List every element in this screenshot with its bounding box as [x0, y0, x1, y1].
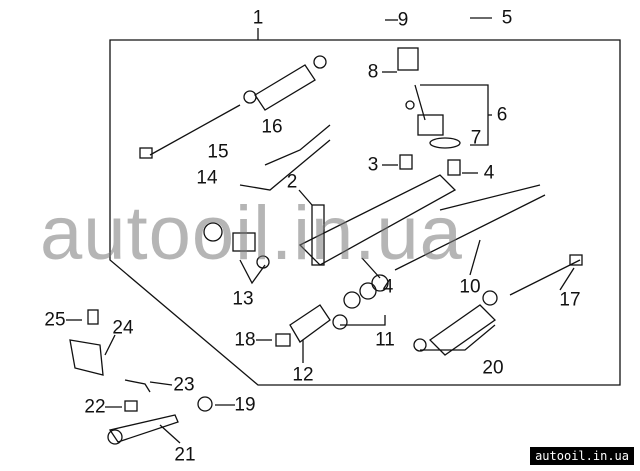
callout-11: 11: [375, 329, 395, 351]
callout-6: 6: [496, 104, 508, 126]
callout-18: 18: [234, 329, 256, 351]
callout-3: 3: [367, 154, 379, 176]
callout-1: 1: [252, 7, 264, 29]
inner-tie-rod-left: [139, 104, 241, 159]
watermark: autooil.in.ua: [40, 191, 463, 276]
callout-14: 14: [196, 167, 218, 189]
pressure-lines: [239, 124, 331, 191]
callout-19: 19: [234, 394, 256, 416]
callout-21: 21: [174, 444, 196, 466]
callout-23: 23: [173, 374, 195, 396]
site-badge: autooil.in.ua: [530, 447, 634, 465]
boot-upper: [243, 55, 327, 111]
callout-8: 8: [367, 61, 379, 83]
seals: [203, 222, 389, 347]
callout-12: 12: [292, 364, 314, 386]
callout-10: 10: [459, 276, 481, 298]
callout-24: 24: [112, 317, 134, 339]
callout-22: 22: [84, 396, 106, 418]
callout-25: 25: [44, 309, 66, 331]
callout-17: 17: [559, 289, 581, 311]
callout-7: 7: [470, 127, 482, 149]
valve-body: [397, 47, 461, 176]
tie-rod-end: [107, 396, 213, 445]
callout-4: 4: [483, 162, 495, 184]
callout-5: 5: [501, 7, 513, 29]
callout-2: 2: [286, 171, 298, 193]
inner-tie-rod-right: [509, 254, 583, 296]
callout-13: 13: [232, 288, 254, 310]
callout-4b: 4: [382, 276, 394, 298]
callout-16: 16: [261, 116, 283, 138]
assembly-frame: [109, 39, 621, 386]
callout-15: 15: [207, 141, 229, 163]
rack-housing: [298, 174, 546, 271]
bracket: [69, 309, 151, 393]
boot-lower: [413, 290, 498, 356]
callout-9: 9: [397, 9, 409, 31]
callout-20: 20: [482, 357, 504, 379]
